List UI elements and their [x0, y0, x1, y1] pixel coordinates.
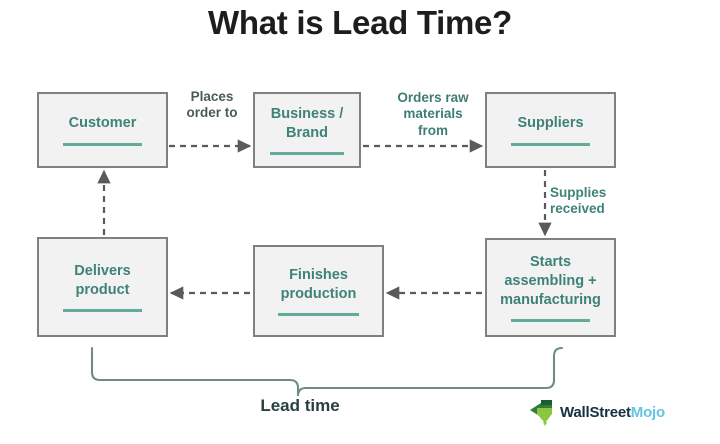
node-starts-assembling[interactable]: Starts assembling + manufacturing [485, 238, 616, 337]
node-customer-rule [63, 142, 142, 146]
node-delivers-product[interactable]: Delivers product [37, 237, 168, 337]
node-customer[interactable]: Customer [37, 92, 168, 168]
logo-text-accent: Mojo [630, 403, 665, 421]
logo-text: WallStreetMojo [560, 404, 665, 421]
node-starts-assembling-label: Starts assembling + manufacturing [500, 253, 601, 309]
lead-time-label: Lead time [260, 396, 340, 415]
connector-label-places-order-to: Places order to [186, 89, 238, 121]
connector-label-orders-raw-materials-from: Orders raw materials from [397, 90, 469, 138]
connector-label-supplies-received: Supplies received [550, 185, 607, 217]
node-suppliers-rule [511, 142, 590, 146]
node-business-brand-label: Business / Brand [270, 105, 344, 141]
node-suppliers[interactable]: Suppliers [485, 92, 616, 168]
wallstreetmojo-logo: WallStreetMojo [528, 398, 665, 426]
node-starts-assembling-rule [511, 319, 590, 323]
node-customer-label: Customer [68, 115, 137, 132]
node-delivers-product-label: Delivers product [74, 262, 131, 298]
node-suppliers-label: Suppliers [517, 115, 584, 132]
node-finishes-production-label: Finishes production [280, 266, 357, 302]
page-title: What is Lead Time? [208, 4, 512, 41]
lead-time-bracket [90, 346, 564, 397]
node-business-brand-rule [269, 152, 345, 156]
node-finishes-production[interactable]: Finishes production [253, 245, 384, 337]
logo-text-primary: WallStreet [560, 403, 631, 421]
node-finishes-production-rule [277, 313, 360, 317]
node-business-brand[interactable]: Business / Brand [253, 92, 361, 168]
wallstreetmojo-arrow-icon [530, 400, 552, 426]
node-delivers-product-rule [63, 309, 142, 313]
